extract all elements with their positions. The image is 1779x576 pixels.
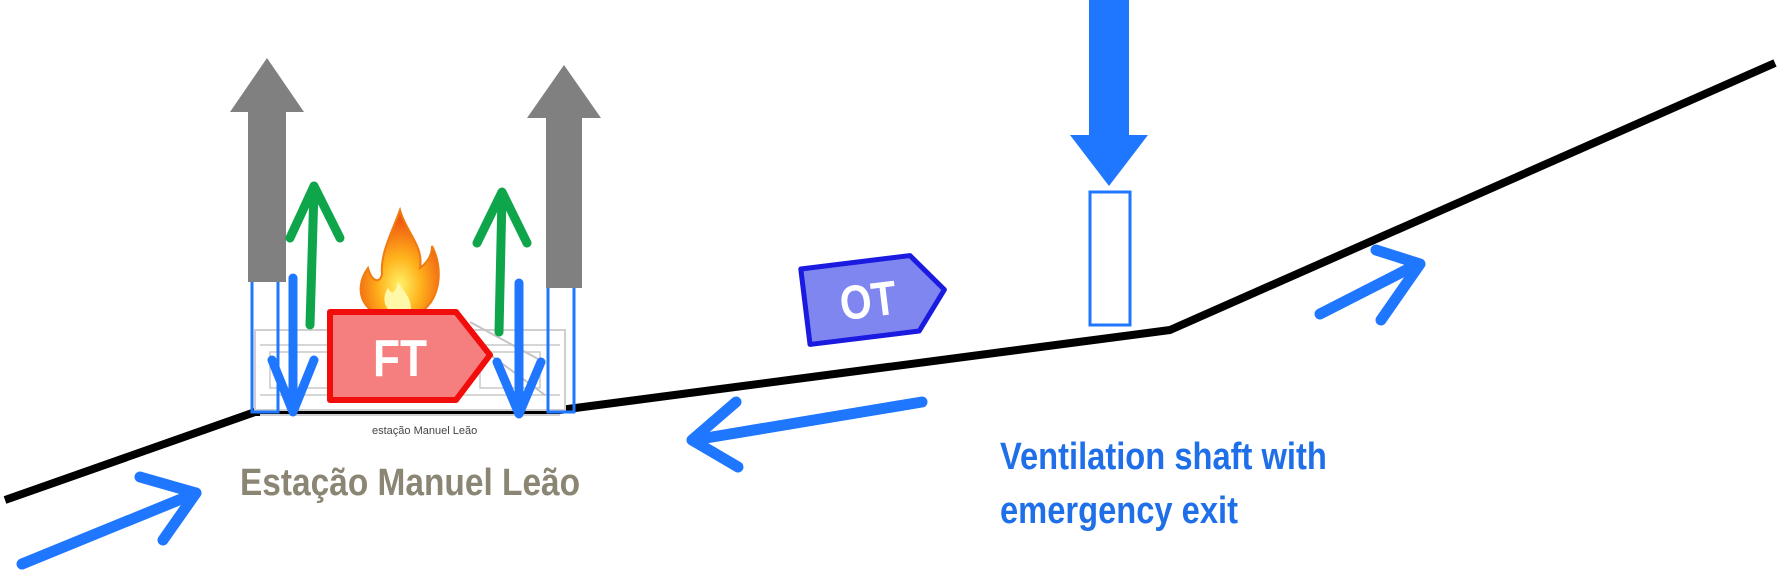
ventilation-shaft-label-line-1: Ventilation shaft with	[1000, 436, 1327, 478]
air-supply-arrow-right	[492, 278, 546, 419]
fire-train: FT	[327, 309, 493, 403]
fire-train-label: FT	[373, 330, 427, 388]
air-supply-arrow-left	[267, 273, 319, 417]
fire-train-body	[327, 309, 493, 403]
station-plan-caption: estação Manuel Leão	[372, 425, 477, 437]
smoke-exhaust-arrow-left	[230, 58, 304, 282]
other-train: OT	[798, 253, 947, 347]
shaft-air-intake-arrow	[1070, 0, 1148, 186]
evacuation-arrow-right	[472, 187, 532, 337]
airflow-arrow-exit	[1314, 244, 1426, 326]
airflow-arrow-tunnel	[686, 396, 928, 473]
fire-icon	[359, 206, 440, 320]
airflow-arrow-entry	[16, 471, 202, 570]
station-name-label: Estação Manuel Leão	[240, 462, 581, 504]
other-train-body	[798, 253, 947, 347]
evacuation-arrow-left	[285, 181, 345, 330]
smoke-exhaust-arrow-right	[527, 65, 601, 288]
other-train-label: OT	[837, 272, 900, 331]
ventilation-shaft	[1088, 190, 1132, 327]
ventilation-shaft-label: Ventilation shaft with emergency exit	[1000, 430, 1327, 538]
ventilation-shaft-label-line-2: emergency exit	[1000, 490, 1238, 532]
